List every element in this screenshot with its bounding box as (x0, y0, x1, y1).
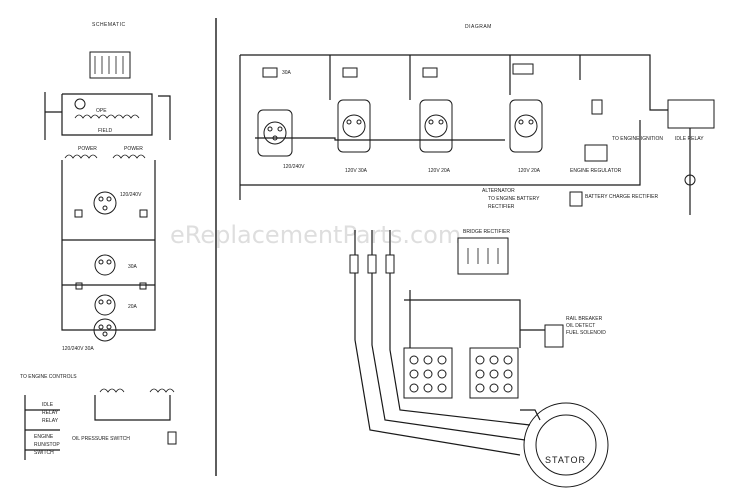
svg-text:FUEL SOLENOID: FUEL SOLENOID (566, 330, 606, 336)
schematic-v20a: 20A (128, 304, 138, 310)
relay-coil (149, 388, 175, 393)
oil-switch (167, 431, 177, 445)
receptacle-120v-30a (337, 99, 371, 153)
oil-switch-label: OIL PRESSURE SWITCH (72, 436, 130, 442)
power-left-label: POWER (78, 146, 97, 152)
power-right-label: POWER (124, 146, 143, 152)
svg-text:120V 20A: 120V 20A (518, 168, 541, 174)
engine-regulator (584, 144, 608, 162)
svg-text:120V 20A: 120V 20A (428, 168, 451, 174)
svg-text:ENGINE REGULATOR: ENGINE REGULATOR (570, 168, 622, 174)
schematic-title: SCHEMATIC (92, 22, 126, 28)
svg-text:RECTIFIER: RECTIFIER (488, 204, 515, 210)
watermark: eReplacementParts.com (170, 221, 461, 249)
svg-text:RAIL BREAKER: RAIL BREAKER (566, 316, 603, 322)
engine-controls-label: TO ENGINE CONTROLS (20, 374, 77, 380)
field-label: FIELD (98, 128, 113, 134)
cable-bundle-1 (354, 230, 521, 456)
power-coil-right (112, 154, 146, 159)
diagram-panel: DIAGRAM 30A 120/240V 120V 30A (239, 24, 715, 488)
schematic-main-loop (61, 160, 156, 331)
schematic-receptacle-30a (94, 254, 116, 276)
schematic-terminal-block (89, 51, 131, 79)
svg-text:OIL DETECT: OIL DETECT (566, 323, 595, 329)
svg-text:SWITCH: SWITCH (34, 450, 54, 456)
breaker-4 (512, 63, 534, 75)
breaker-2 (342, 67, 358, 78)
svg-text:ALTERNATOR: ALTERNATOR (482, 188, 515, 194)
svg-text:120V 30A: 120V 30A (345, 168, 368, 174)
idle-relay (667, 99, 715, 129)
svg-text:30A: 30A (282, 70, 292, 76)
schematic-v120-240: 120/240V (120, 192, 142, 198)
schematic-receptacle-bottom (93, 318, 117, 342)
svg-text:TO ENGINE BATTERY: TO ENGINE BATTERY (488, 196, 540, 202)
schematic-panel: SCHEMATIC FIELD OPE POWER POWER (20, 22, 177, 460)
power-coil-left (64, 154, 98, 159)
engine-control-wiring (24, 395, 60, 460)
field-coil (74, 114, 140, 119)
svg-text:IDLE: IDLE (42, 402, 54, 408)
schematic-breaker-2 (139, 209, 148, 218)
schematic-receptacle-240 (93, 191, 117, 215)
schematic-v30a: 30A (128, 264, 138, 270)
idle-relay-coil (99, 388, 125, 393)
idle-relay-box (591, 99, 603, 115)
receptacle-120v-20a (419, 99, 453, 153)
svg-text:BRIDGE RECTIFIER: BRIDGE RECTIFIER (463, 229, 510, 235)
receptacle-240v (257, 109, 293, 157)
rail-breaker (544, 324, 564, 348)
schematic-field-frame (61, 93, 153, 136)
breaker-3 (422, 67, 438, 78)
stator (523, 402, 609, 488)
schematic-rectifier (74, 98, 86, 110)
svg-text:RELAY: RELAY (42, 410, 59, 416)
diagram-title: DIAGRAM (465, 24, 492, 30)
bridge-rectifier (457, 237, 509, 275)
top-bus (240, 54, 651, 80)
svg-text:RELAY: RELAY (42, 418, 59, 424)
svg-text:ENGINE: ENGINE (34, 434, 54, 440)
stator-label: STATOR (545, 455, 586, 465)
schematic-breaker-1 (74, 209, 83, 218)
svg-text:RUN/STOP: RUN/STOP (34, 442, 60, 448)
schematic-bottom-rating: 120/240V 30A (62, 346, 94, 352)
connector-right (469, 347, 519, 399)
svg-text:TO ENGINE IGNITION: TO ENGINE IGNITION (612, 136, 663, 142)
svg-text:BATTERY CHARGE RECTIFIER: BATTERY CHARGE RECTIFIER (585, 194, 658, 200)
ope-label: OPE (96, 108, 107, 114)
breaker-30a (262, 67, 278, 78)
connector-left (403, 347, 453, 399)
receptacle-120v-20a-b (509, 99, 543, 153)
schematic-receptacle-20a (94, 294, 116, 316)
svg-text:120/240V: 120/240V (283, 164, 305, 170)
